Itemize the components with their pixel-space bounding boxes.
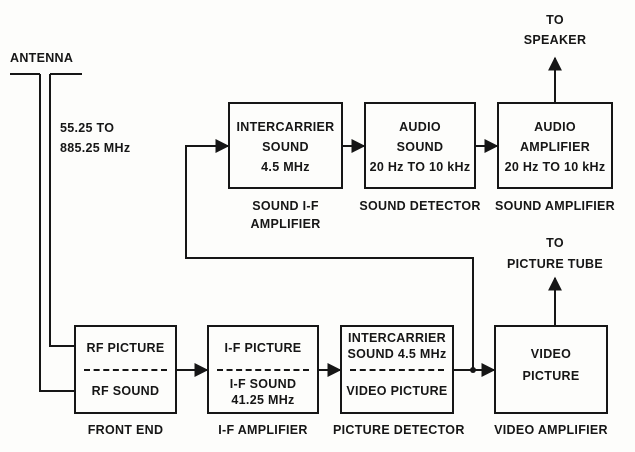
antenna-label: ANTENNA (10, 51, 74, 65)
sound-amp-line2: AMPLIFIER (519, 140, 591, 154)
picture-label: PICTURE (522, 369, 580, 383)
sound-detector-block: AUDIO SOUND 20 Hz TO 10 kHz (364, 102, 476, 189)
speaker-out-label: SPEAKER (523, 33, 587, 47)
if-amplifier-caption: I-F AMPLIFIER (218, 423, 308, 437)
sound-amp-line3: 20 Hz TO 10 kHz (504, 160, 606, 174)
sound-if-caption-line2: AMPLIFIER (250, 217, 321, 231)
rf-picture-label: RF PICTURE (86, 341, 165, 355)
video-label: VIDEO (530, 347, 572, 361)
picture-detector-caption: PICTURE DETECTOR (333, 423, 465, 437)
sound-if-block: INTERCARRIER SOUND 4.5 MHz (228, 102, 343, 189)
divider (84, 369, 167, 371)
freq-range-line1: 55.25 TO (60, 121, 115, 135)
junction-dot (470, 367, 476, 373)
intercarrier-label: INTERCARRIER (347, 331, 447, 345)
antenna-lead-rf-sound (39, 74, 74, 392)
sound-amplifier-caption: SOUND AMPLIFIER (494, 199, 615, 213)
speaker-out-to: TO (546, 13, 564, 27)
picture-detector-block: INTERCARRIER SOUND 4.5 MHz VIDEO PICTURE (340, 325, 454, 414)
front-end-block: RF PICTURE RF SOUND (74, 325, 177, 414)
antenna-lead-rf-picture (49, 74, 74, 347)
sound-amplifier-block: AUDIO AMPLIFIER 20 Hz TO 10 kHz (497, 102, 613, 189)
video-amplifier-caption: VIDEO AMPLIFIER (494, 423, 608, 437)
rf-sound-label: RF SOUND (91, 384, 160, 398)
if-amplifier-block: I-F PICTURE I-F SOUND 41.25 MHz (207, 325, 319, 414)
sound-det-line3: 20 Hz TO 10 kHz (369, 160, 471, 174)
sound-detector-caption: SOUND DETECTOR (359, 199, 481, 213)
sound-amp-line1: AUDIO (534, 120, 576, 134)
divider (350, 369, 444, 371)
video-amplifier-block: VIDEO PICTURE (494, 325, 608, 414)
picture-tube-out-to: TO (546, 236, 564, 250)
picture-tube-out-label: PICTURE TUBE (507, 257, 603, 271)
if-sound-freq: 41.25 MHz (231, 393, 295, 407)
sound-if-line3: 4.5 MHz (261, 160, 310, 174)
intercarrier-freq: SOUND 4.5 MHz (347, 347, 447, 361)
if-sound-label: I-F SOUND (229, 377, 297, 391)
sound-det-line1: AUDIO (399, 120, 441, 134)
if-picture-label: I-F PICTURE (224, 341, 302, 355)
sound-if-line2: SOUND (262, 140, 309, 154)
front-end-caption: FRONT END (87, 423, 164, 437)
freq-range-line2: 885.25 MHz (60, 141, 131, 155)
video-picture-label: VIDEO PICTURE (346, 384, 448, 398)
sound-det-line2: SOUND (396, 140, 444, 154)
sound-if-caption-line1: SOUND I-F (252, 199, 319, 213)
divider (217, 369, 309, 371)
arrow-to-sound-if (185, 139, 474, 370)
sound-if-line1: INTERCARRIER (236, 120, 335, 134)
